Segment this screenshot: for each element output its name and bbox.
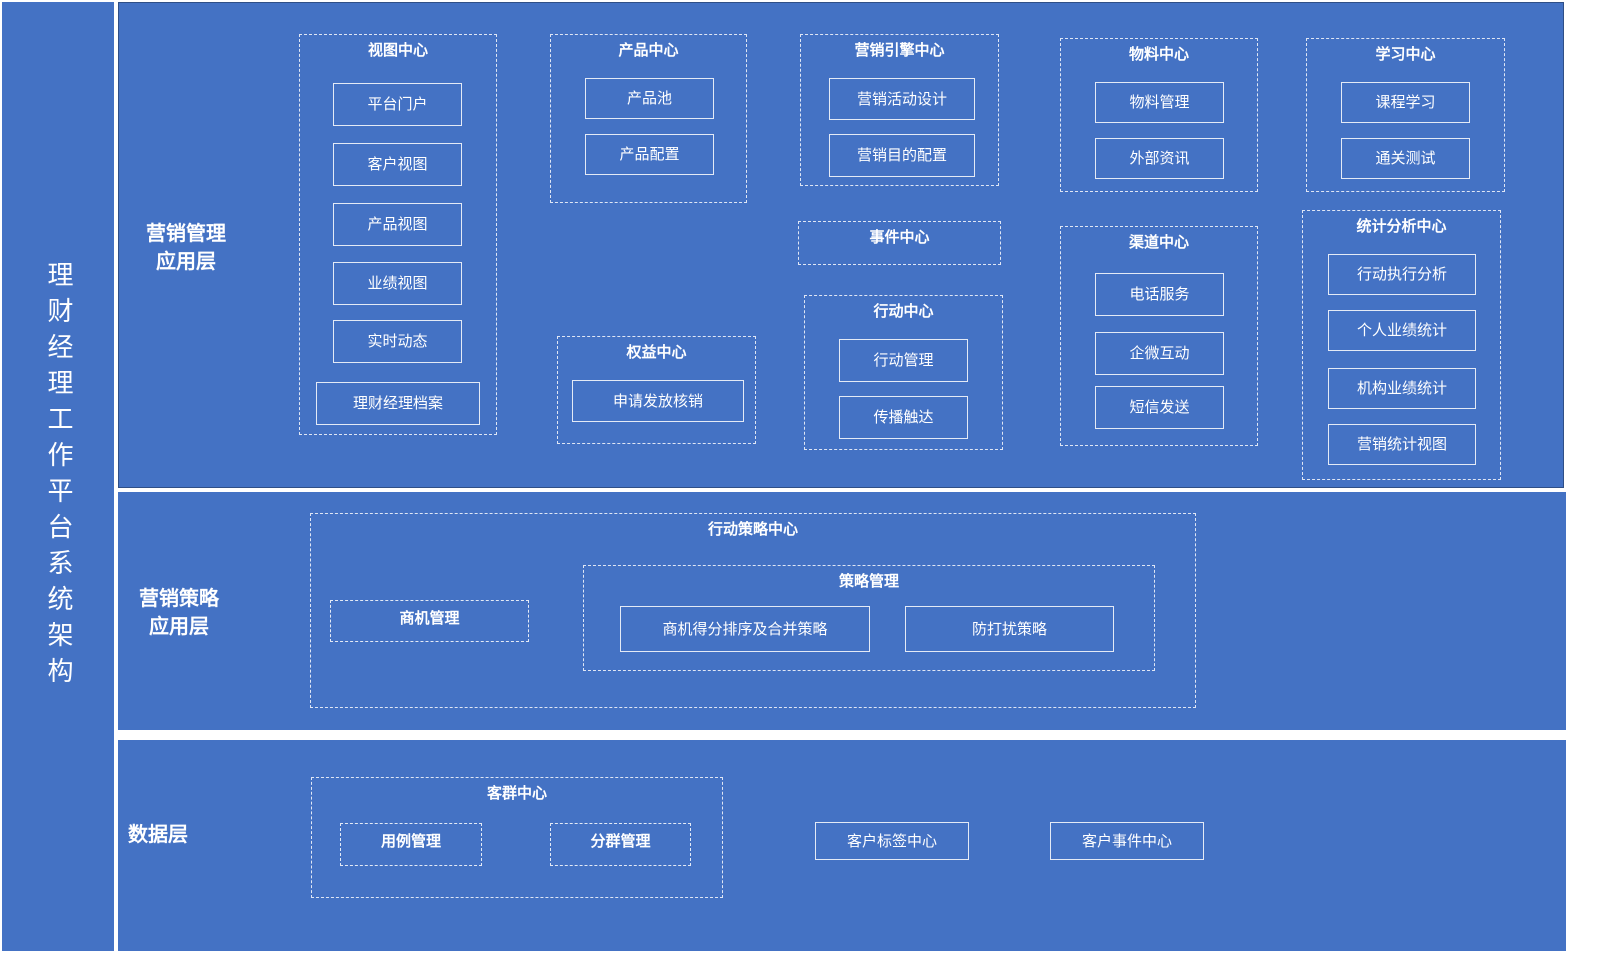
group-title: 策略管理 xyxy=(838,572,899,590)
module-personal-perf-stats[interactable]: 个人业绩统计 xyxy=(1328,310,1476,351)
group-learning-center: 学习中心 课程学习 通关测试 xyxy=(1306,38,1505,192)
module-action-mgmt[interactable]: 行动管理 xyxy=(839,339,968,382)
group-stats-center: 统计分析中心 行动执行分析 个人业绩统计 机构业绩统计 营销统计视图 xyxy=(1302,210,1501,480)
module-segmentation-mgmt[interactable]: 分群管理 xyxy=(550,823,691,866)
module-course-learning[interactable]: 课程学习 xyxy=(1341,82,1470,123)
group-title: 学习中心 xyxy=(1375,45,1436,63)
module-manager-profile[interactable]: 理财经理档案 xyxy=(316,382,480,425)
group-title: 权益中心 xyxy=(626,343,687,361)
module-material-mgmt[interactable]: 物料管理 xyxy=(1095,82,1224,123)
group-strategy-mgmt: 策略管理 商机得分排序及合并策略 防打扰策略 xyxy=(583,565,1155,671)
side-title-panel: 理财经理工作平台系统架构 xyxy=(2,2,114,951)
module-sms-send[interactable]: 短信发送 xyxy=(1095,386,1224,429)
group-title: 渠道中心 xyxy=(1128,233,1189,251)
group-rights-center: 权益中心 申请发放核销 xyxy=(557,336,756,444)
group-action-center: 行动中心 行动管理 传播触达 xyxy=(804,295,1003,450)
module-campaign-goal-config[interactable]: 营销目的配置 xyxy=(829,134,975,177)
module-action-exec-analysis[interactable]: 行动执行分析 xyxy=(1328,254,1476,295)
layer-data-label: 数据层 xyxy=(128,822,188,846)
group-title: 行动策略中心 xyxy=(707,520,798,538)
layer-app-panel: 营销管理 应用层 视图中心 平台门户 客户视图 产品视图 业绩视图 实时动态 理… xyxy=(118,2,1564,488)
layer-strategy-panel: 营销策略 应用层 行动策略中心 商机管理 策略管理 商机得分排序及合并策略 防打… xyxy=(118,492,1566,730)
group-title: 视图中心 xyxy=(367,41,428,59)
group-engine-center: 营销引擎中心 营销活动设计 营销目的配置 xyxy=(800,34,999,186)
module-customer-tag-center[interactable]: 客户标签中心 xyxy=(815,822,969,860)
module-product-config[interactable]: 产品配置 xyxy=(585,134,714,175)
module-campaign-design[interactable]: 营销活动设计 xyxy=(829,78,975,120)
group-title: 产品中心 xyxy=(618,41,679,59)
module-opportunity-scoring-strategy[interactable]: 商机得分排序及合并策略 xyxy=(620,606,870,652)
module-phone-service[interactable]: 电话服务 xyxy=(1095,273,1224,316)
group-channel-center: 渠道中心 电话服务 企微互动 短信发送 xyxy=(1060,226,1258,446)
module-platform-portal[interactable]: 平台门户 xyxy=(333,83,462,126)
group-view-center: 视图中心 平台门户 客户视图 产品视图 业绩视图 实时动态 理财经理档案 xyxy=(299,34,497,435)
group-title: 统计分析中心 xyxy=(1356,217,1447,235)
layer-data-panel: 数据层 客群中心 用例管理 分群管理 客户标签中心 客户事件中心 xyxy=(118,740,1566,951)
side-title-wrap: 理财经理工作平台系统架构 xyxy=(2,2,114,951)
module-product-view[interactable]: 产品视图 xyxy=(333,203,462,246)
module-customer-view[interactable]: 客户视图 xyxy=(333,143,462,186)
group-product-center: 产品中心 产品池 产品配置 xyxy=(550,34,747,203)
module-product-pool[interactable]: 产品池 xyxy=(585,78,714,119)
module-anti-disturb-strategy[interactable]: 防打扰策略 xyxy=(905,606,1114,652)
module-org-perf-stats[interactable]: 机构业绩统计 xyxy=(1328,368,1476,409)
module-use-case-mgmt[interactable]: 用例管理 xyxy=(340,823,482,866)
module-marketing-stats-view[interactable]: 营销统计视图 xyxy=(1328,424,1476,465)
module-wecom-interaction[interactable]: 企微互动 xyxy=(1095,332,1224,375)
group-title: 物料中心 xyxy=(1128,45,1189,63)
group-title: 客群中心 xyxy=(486,784,547,802)
group-action-strategy-center: 行动策略中心 商机管理 策略管理 商机得分排序及合并策略 防打扰策略 xyxy=(310,513,1196,708)
module-realtime-updates[interactable]: 实时动态 xyxy=(333,320,462,363)
group-customer-group-center: 客群中心 用例管理 分群管理 xyxy=(311,777,723,898)
layer-strategy-label: 营销策略 应用层 xyxy=(139,586,219,638)
module-performance-view[interactable]: 业绩视图 xyxy=(333,262,462,305)
group-title: 营销引擎中心 xyxy=(854,41,945,59)
side-title: 理财经理工作平台系统架构 xyxy=(43,260,73,693)
group-material-center: 物料中心 物料管理 外部资讯 xyxy=(1060,38,1258,192)
module-customer-event-center[interactable]: 客户事件中心 xyxy=(1050,822,1204,860)
group-title: 事件中心 xyxy=(869,228,930,246)
module-broadcast-reach[interactable]: 传播触达 xyxy=(839,396,968,439)
layer-app-label: 营销管理 应用层 xyxy=(146,221,226,273)
module-opportunity-mgmt[interactable]: 商机管理 xyxy=(330,600,529,642)
module-external-news[interactable]: 外部资讯 xyxy=(1095,138,1224,179)
group-title: 行动中心 xyxy=(873,302,934,320)
module-apply-issue-redeem[interactable]: 申请发放核销 xyxy=(572,380,744,422)
group-event-center[interactable]: 事件中心 xyxy=(798,221,1001,265)
module-certification-test[interactable]: 通关测试 xyxy=(1341,138,1470,179)
